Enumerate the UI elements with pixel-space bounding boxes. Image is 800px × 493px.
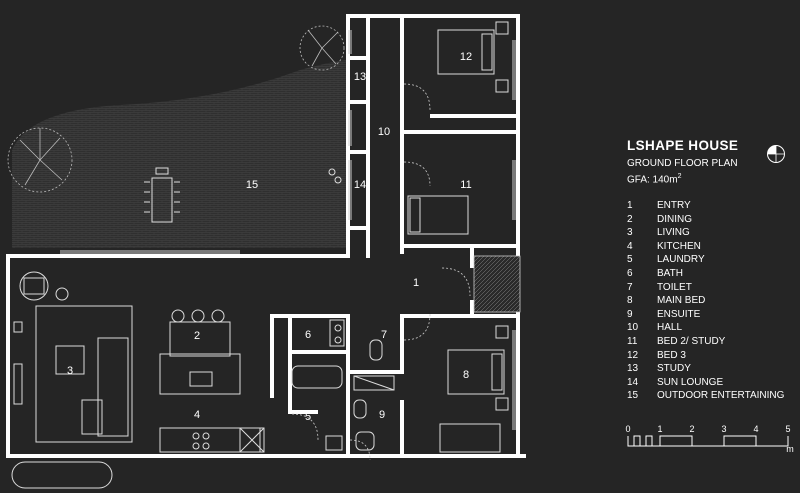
bath-fixtures [291,319,395,451]
scale-tick: 5 [785,424,790,434]
north-arrow-icon [767,145,785,163]
room-number-9: 9 [379,409,385,421]
room-number-7: 7 [381,329,387,341]
shrub-icon [299,25,345,71]
room-number-15: 15 [246,179,258,191]
gfa-text: GFA: 140m2 [627,173,682,186]
room-number-4: 4 [194,409,200,421]
room-number-10: 10 [378,126,390,138]
scale-tick: 4 [753,424,758,434]
outdoor-bench [11,461,113,489]
room-number-12: 12 [460,51,472,63]
scale-tick: 3 [721,424,726,434]
entry-deck [473,255,521,313]
room-number-5: 5 [305,411,311,423]
plan-subtitle: GROUND FLOOR PLAN [627,158,738,169]
outdoor-table [144,167,180,223]
scale-unit: m [786,444,794,454]
room-number-14: 14 [354,179,366,191]
room-number-13: 13 [354,71,366,83]
scale-tick: 2 [689,424,694,434]
room-number-3: 3 [67,365,73,377]
scale-bar: 0 1 2 3 4 5 m [625,424,794,454]
scale-tick: 1 [657,424,662,434]
door-swings [291,83,471,461]
room-number-6: 6 [305,329,311,341]
room-numbers: 1 2 3 4 5 6 7 8 9 10 11 12 13 14 15 [67,51,472,423]
plan-title: LSHAPE HOUSE [627,138,739,153]
kitchen-furniture [159,353,265,453]
bed-furniture [407,21,509,453]
living-furniture [13,271,133,443]
floor-plan: 1 2 3 4 5 6 7 8 9 10 11 12 13 14 15 [6,14,526,489]
room-number-8: 8 [463,369,469,381]
dining-furniture [169,309,231,357]
room-number-1: 1 [413,277,419,289]
outdoor-paving [12,60,346,248]
room-number-11: 11 [460,179,471,191]
room-number-2: 2 [194,330,200,342]
walls [6,14,526,458]
scale-tick: 0 [625,424,630,434]
windows [60,30,516,430]
tree-icon [7,127,73,193]
outdoor-stools [328,168,342,184]
